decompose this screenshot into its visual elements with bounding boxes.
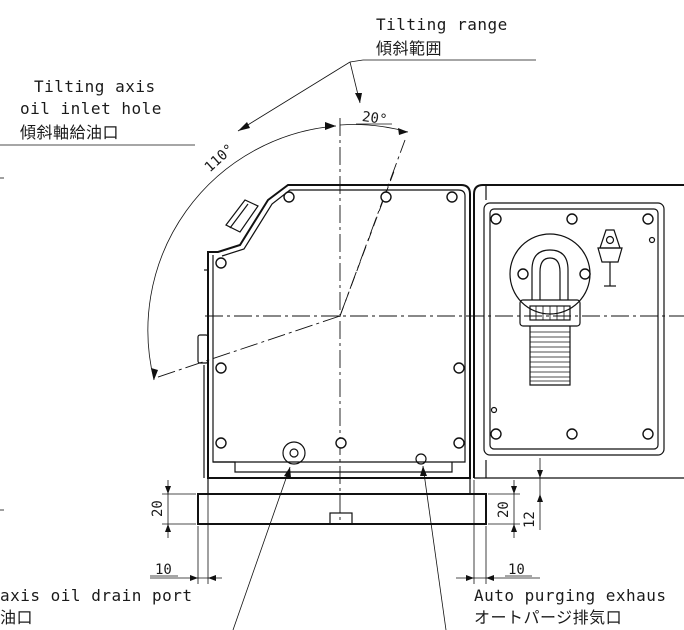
housing-screws [215, 191, 465, 449]
dimension-right-height: 20 [488, 480, 520, 538]
svg-text:12: 12 [522, 511, 538, 528]
dimension-right-width: 10 [456, 480, 540, 584]
drain-port-leader [232, 466, 291, 630]
svg-text:油口: 油口 [0, 608, 33, 627]
svg-text:10: 10 [508, 562, 525, 578]
connector [509, 233, 591, 386]
svg-text:axis oil drain port: axis oil drain port [0, 586, 193, 605]
svg-text:オートパージ排気口: オートパージ排気口 [474, 608, 622, 627]
svg-text:20°: 20° [361, 109, 388, 128]
tilting-range-label: Tilting range 傾斜範囲 [237, 15, 536, 132]
drain-port-outer [282, 441, 306, 465]
base-plate [197, 478, 487, 525]
drain-port-label: axis oil drain port 油口 [0, 586, 193, 627]
svg-text:20: 20 [496, 501, 512, 518]
tilting-axis-label: Tilting axis oil inlet hole 傾斜軸給油口 [0, 77, 195, 146]
svg-text:傾斜範囲: 傾斜範囲 [376, 39, 442, 58]
dimension-right-offset: 12 [488, 458, 548, 530]
svg-text:Tilting range: Tilting range [376, 15, 508, 34]
svg-text:110°: 110° [202, 141, 238, 175]
purge-hole [415, 453, 427, 465]
svg-text:20: 20 [150, 500, 166, 517]
drain-port-inner [289, 448, 299, 458]
main-housing [197, 184, 471, 479]
svg-text:10: 10 [155, 562, 172, 578]
dimension-left-height: 20 [150, 480, 196, 538]
svg-text:Auto purging exhaus: Auto purging exhaus [474, 586, 667, 605]
purge-label: Auto purging exhaus オートパージ排気口 [474, 586, 667, 627]
svg-text:oil inlet hole: oil inlet hole [20, 99, 162, 118]
svg-text:傾斜軸給油口: 傾斜軸給油口 [20, 123, 119, 142]
motor-housing [473, 184, 684, 479]
dimension-left-width: 10 [150, 480, 222, 584]
ground-terminal-icon [597, 229, 623, 287]
purge-leader [420, 465, 447, 630]
angle-arcs: 20° 110° [147, 109, 409, 381]
svg-text:Tilting axis: Tilting axis [34, 77, 156, 96]
